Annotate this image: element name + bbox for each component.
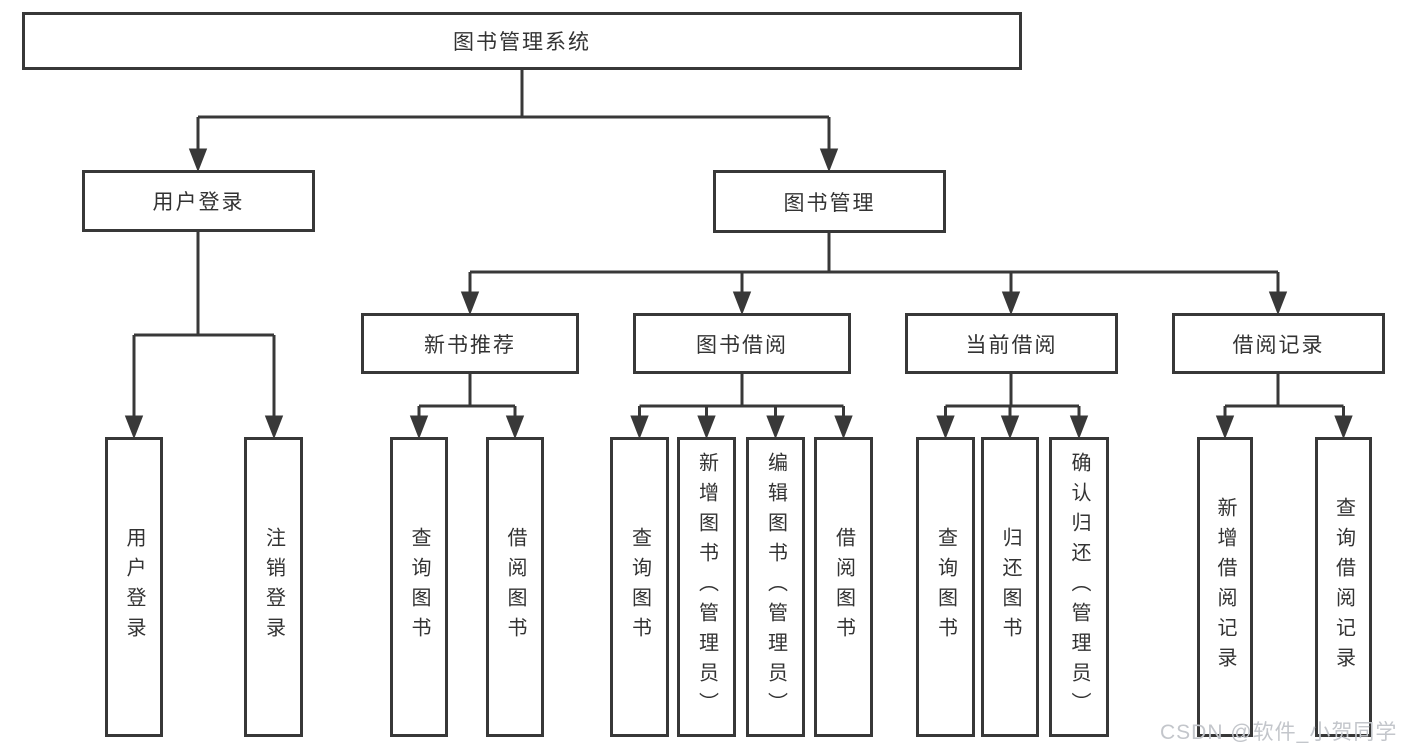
leaf-query-books-current: 查询图书 [916, 437, 975, 737]
leaf-query-books-borrowing-label: 查询图书 [628, 527, 651, 647]
leaf-return-books: 归还图书 [981, 437, 1039, 737]
leaf-borrow-books: 借阅图书 [814, 437, 873, 737]
node-borrow-records: 借阅记录 [1172, 313, 1385, 374]
leaf-query-borrow-record: 查询借阅记录 [1315, 437, 1372, 737]
csdn-watermark: CSDN @软件_小贺同学 [1160, 721, 1398, 744]
leaf-query-books-current-label: 查询图书 [934, 527, 957, 647]
connector-book-management-to-level3 [460, 233, 1288, 316]
connector-borrow-records-to-leaves [1215, 374, 1353, 440]
leaf-edit-books-admin-label: 编辑图书（管理员） [764, 452, 787, 722]
leaf-logout-login-label: 注销登录 [262, 527, 285, 647]
leaf-user-login: 用户登录 [105, 437, 163, 737]
leaf-query-books-newrec: 查询图书 [390, 437, 448, 737]
leaf-borrow-books-newrec: 借阅图书 [486, 437, 544, 737]
node-book-management: 图书管理 [713, 170, 946, 233]
leaf-add-borrow-record-label: 新增借阅记录 [1214, 497, 1236, 677]
leaf-user-login-label: 用户登录 [123, 527, 145, 647]
leaf-add-borrow-record: 新增借阅记录 [1197, 437, 1253, 737]
leaf-borrow-books-label: 借阅图书 [832, 527, 855, 647]
leaf-add-books-admin-label: 新增图书（管理员） [695, 452, 718, 722]
leaf-edit-books-admin: 编辑图书（管理员） [746, 437, 805, 737]
leaf-return-books-label: 归还图书 [999, 527, 1021, 647]
leaf-query-books-borrowing: 查询图书 [610, 437, 669, 737]
connector-book-borrowing-to-leaves [630, 374, 853, 440]
node-user-login: 用户登录 [82, 170, 315, 232]
node-book-borrowing: 图书借阅 [633, 313, 851, 374]
connector-user-login-to-leaves [124, 232, 284, 440]
connector-current-borrowing-to-leaves [936, 374, 1089, 440]
leaf-confirm-return-admin-label: 确认归还（管理员） [1068, 452, 1090, 722]
leaf-borrow-books-newrec-label: 借阅图书 [504, 527, 526, 647]
connector-new-book-recommend-to-leaves [409, 374, 525, 440]
leaf-logout-login: 注销登录 [244, 437, 303, 737]
leaf-query-borrow-record-label: 查询借阅记录 [1332, 497, 1355, 677]
node-current-borrowing: 当前借阅 [905, 313, 1118, 374]
leaf-query-books-newrec-label: 查询图书 [408, 527, 430, 647]
node-root-system: 图书管理系统 [22, 12, 1022, 70]
node-new-book-recommend: 新书推荐 [361, 313, 579, 374]
connector-root-to-level2 [188, 70, 839, 173]
leaf-confirm-return-admin: 确认归还（管理员） [1049, 437, 1109, 737]
leaf-add-books-admin: 新增图书（管理员） [677, 437, 736, 737]
